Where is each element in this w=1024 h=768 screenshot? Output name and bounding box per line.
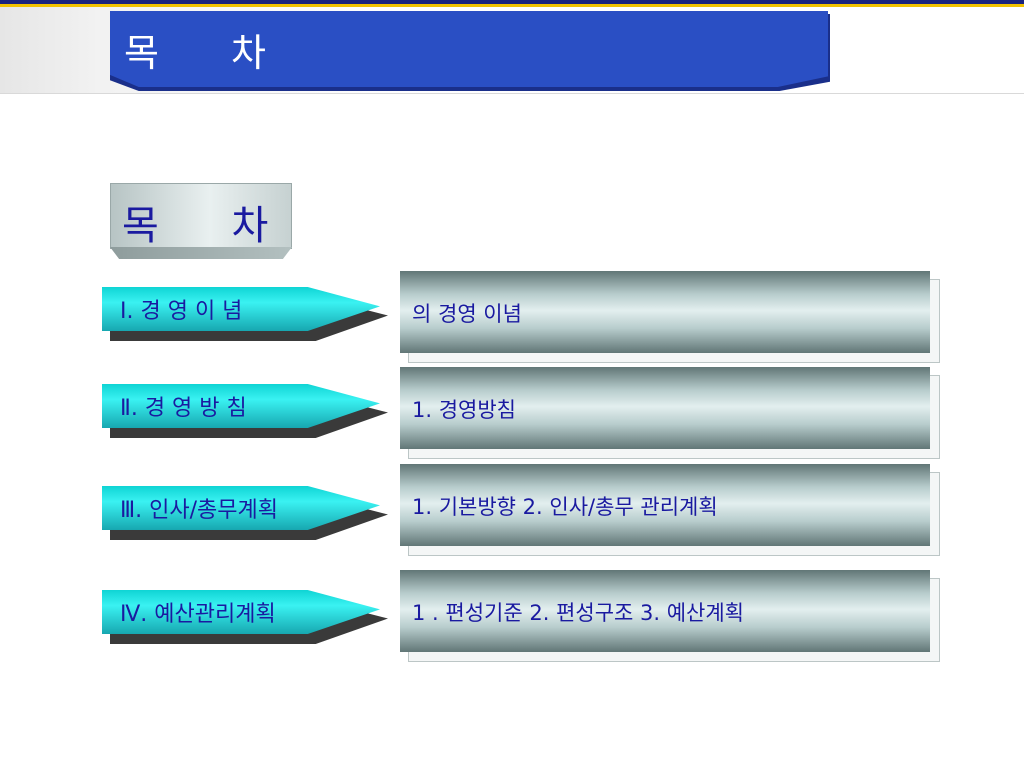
toc-box-label: 목 차 <box>122 203 299 249</box>
content-box-face <box>400 271 930 353</box>
section-1-content: 의 경영 이념 <box>412 302 522 326</box>
section-4-label: Ⅳ. 예산관리계획 <box>120 602 276 627</box>
section-1-arrow[interactable]: Ⅰ. 경 영 이 념 <box>102 287 392 343</box>
section-4-content: 1 . 편성기준 2. 편성구조 3. 예산계획 <box>412 601 744 625</box>
toc-box-bevel <box>110 247 292 259</box>
content-box-face <box>400 367 930 449</box>
section-2-content-box[interactable]: 1. 경영방침 <box>400 367 940 459</box>
section-3-arrow[interactable]: Ⅲ. 인사/총무계획 <box>102 486 392 542</box>
section-3-label: Ⅲ. 인사/총무계획 <box>120 498 279 523</box>
section-1-content-box[interactable]: 의 경영 이념 <box>400 271 940 363</box>
section-2-content: 1. 경영방침 <box>412 398 516 422</box>
content-box-face <box>400 570 930 652</box>
section-2-label: Ⅱ. 경 영 방 침 <box>120 396 247 421</box>
page-title: 목 차 <box>124 31 296 75</box>
section-3-content-box[interactable]: 1. 기본방향 2. 인사/총무 관리계획 <box>400 464 940 556</box>
section-4-content-box[interactable]: 1 . 편성기준 2. 편성구조 3. 예산계획 <box>400 570 940 662</box>
section-1-label: Ⅰ. 경 영 이 념 <box>120 299 243 324</box>
section-4-arrow[interactable]: Ⅳ. 예산관리계획 <box>102 590 392 646</box>
section-2-arrow[interactable]: Ⅱ. 경 영 방 침 <box>102 384 392 440</box>
top-border-line <box>0 0 1024 4</box>
content-box-face <box>400 464 930 546</box>
top-accent-line <box>0 4 1024 7</box>
section-3-content: 1. 기본방향 2. 인사/총무 관리계획 <box>412 495 718 519</box>
header-title-bar <box>110 11 828 87</box>
